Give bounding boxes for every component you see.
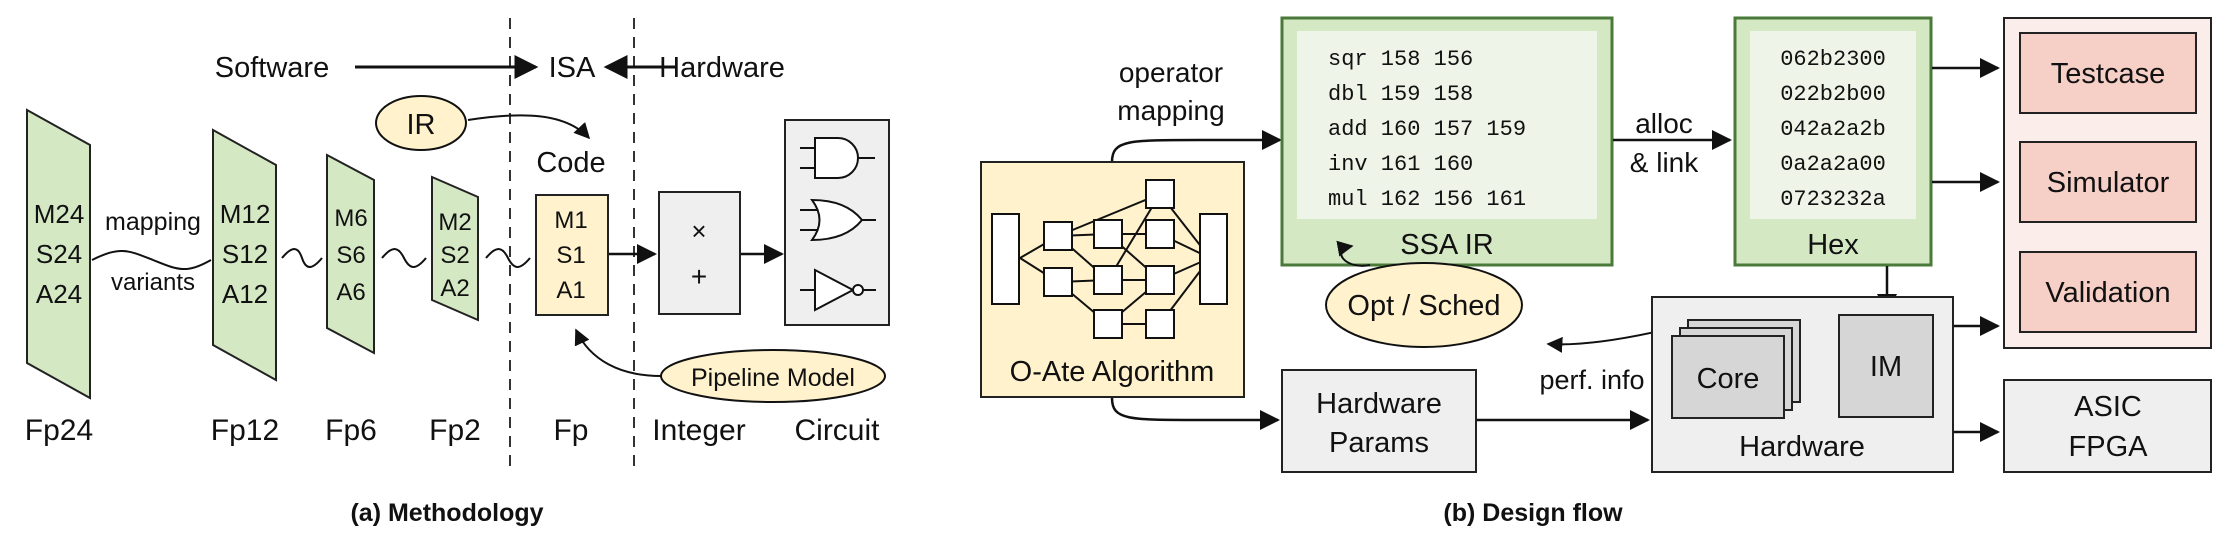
hex-line-4: 0a2a2a00	[1780, 152, 1886, 177]
alloc-label: alloc	[1635, 108, 1693, 139]
mapping-wave	[91, 249, 212, 271]
fp24-label: Fp24	[25, 414, 93, 447]
fpga-label: FPGA	[2069, 431, 2149, 463]
ir-label: IR	[407, 109, 436, 141]
fp2-line-m: M2	[438, 209, 471, 236]
operator-mapping-arrow	[1110, 130, 1282, 163]
ir-arrow	[467, 114, 591, 140]
hardware-top-label: Hardware	[659, 52, 785, 84]
fp-line-a: A1	[556, 277, 585, 304]
methodology-panel: Software ISA Hardware IR Code M24 S24 A2…	[25, 18, 890, 527]
hex-line-1: 062b2300	[1780, 47, 1886, 72]
fp2-line-s: S2	[440, 242, 469, 269]
fp12-shape	[212, 128, 277, 382]
or-gate-icon	[800, 198, 876, 242]
fp6-line-s: S6	[336, 242, 365, 269]
fp2-line-a: A2	[440, 275, 469, 302]
integer-add-label: +	[691, 261, 707, 292]
algorithm-label: O-Ate Algorithm	[1010, 356, 1215, 388]
asic-label: ASIC	[2074, 391, 2142, 423]
perf-info-arrow	[1546, 329, 1665, 353]
core-label: Core	[1697, 363, 1760, 395]
mapping-label: mapping	[105, 208, 201, 236]
fp6-line-m: M6	[334, 205, 367, 232]
hardware-params-line-1: Hardware	[1316, 388, 1442, 420]
validation-label: Validation	[2045, 277, 2170, 309]
design-flow-panel: operator mapping	[980, 16, 2212, 527]
hardware-label: Hardware	[1739, 431, 1865, 463]
fp12-line-s: S12	[222, 239, 268, 269]
link-label: & link	[1630, 147, 1699, 178]
ssa-ir-label: SSA IR	[1400, 229, 1494, 261]
tilde-fp12-fp6	[281, 248, 323, 268]
network-graph-icon	[991, 179, 1228, 339]
fp12-label: Fp12	[211, 414, 279, 447]
tilde-fp2-fp	[485, 248, 531, 268]
and-gate-icon	[800, 137, 875, 179]
hex-label: Hex	[1807, 229, 1859, 261]
testcase-label: Testcase	[2051, 58, 2165, 90]
fp24-line-a: A24	[36, 279, 82, 309]
fp6-shape	[326, 153, 375, 355]
fp24-line-m: M24	[34, 199, 85, 229]
ir-ellipse	[375, 95, 467, 151]
fp2-shape	[431, 175, 479, 322]
fp6-line-a: A6	[336, 279, 365, 306]
ssa-line-4: inv 161 160	[1328, 152, 1473, 177]
variants-label: variants	[111, 269, 195, 296]
opt-to-ssa-arrow	[1336, 240, 1371, 267]
ssa-line-1: sqr 158 156	[1328, 47, 1473, 72]
code-label: Code	[536, 147, 605, 179]
fp2-label: Fp2	[429, 414, 481, 447]
fp-line-s: S1	[556, 242, 585, 269]
fp24-shape	[26, 108, 91, 400]
hex-line-3: 042a2a2b	[1780, 117, 1886, 142]
circuit-label: Circuit	[794, 414, 880, 447]
hex-line-5: 0723232a	[1780, 187, 1886, 212]
validation-box	[2019, 251, 2197, 333]
integer-label: Integer	[652, 414, 745, 447]
ssa-code-area	[1297, 31, 1597, 219]
pipeline-model-arrow	[574, 328, 662, 377]
ssa-line-5: mul 162 156 161	[1328, 187, 1526, 212]
im-label: IM	[1870, 351, 1902, 383]
mapping-flow-label: mapping	[1117, 95, 1224, 126]
integer-box	[658, 191, 741, 315]
im-box	[1838, 314, 1934, 418]
not-gate-icon	[800, 268, 876, 312]
hardware-params-line-2: Params	[1329, 427, 1429, 459]
integer-mul-label: ×	[691, 216, 706, 246]
pipeline-model-label: Pipeline Model	[691, 364, 855, 392]
fp12-line-m: M12	[220, 199, 271, 229]
fp12-line-a: A12	[222, 279, 268, 309]
fp6-label: Fp6	[325, 414, 377, 447]
fp-line-m: M1	[554, 207, 587, 234]
simulator-label: Simulator	[2047, 167, 2170, 199]
params-arrow	[1110, 397, 1280, 430]
core-box	[1671, 335, 1785, 419]
opt-sched-label: Opt / Sched	[1347, 290, 1500, 322]
simulator-box	[2019, 141, 2197, 223]
hex-code-area	[1750, 31, 1916, 219]
perf-info-label: perf. info	[1539, 365, 1644, 395]
hardware-params-box	[1281, 369, 1477, 473]
ssa-line-3: add 160 157 159	[1328, 117, 1526, 142]
asic-fpga-box	[2003, 379, 2212, 473]
opt-sched-ellipse	[1325, 262, 1523, 348]
design-flow-caption: (b) Design flow	[1443, 499, 1623, 527]
isa-label: ISA	[549, 52, 596, 84]
operator-label: operator	[1119, 57, 1223, 88]
ssa-line-2: dbl 159 158	[1328, 82, 1473, 107]
fp24-line-s: S24	[36, 239, 82, 269]
hex-line-2: 022b2b00	[1780, 82, 1886, 107]
fp-label: Fp	[553, 414, 588, 447]
fp-box	[535, 194, 609, 316]
tilde-fp6-fp2	[381, 248, 427, 268]
software-label: Software	[215, 52, 329, 84]
testcase-box	[2019, 32, 2197, 114]
methodology-caption: (a) Methodology	[350, 499, 543, 527]
